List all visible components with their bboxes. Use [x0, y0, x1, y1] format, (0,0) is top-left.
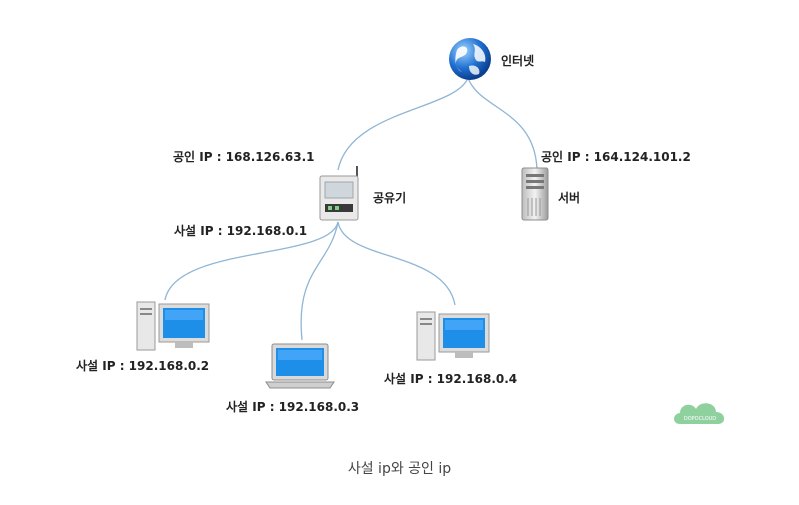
router-label: 공유기	[373, 191, 407, 205]
globe-icon	[449, 38, 491, 80]
client1-ip: 사설 IP : 192.168.0.2	[76, 359, 210, 373]
internet-label: 인터넷	[501, 54, 535, 68]
wire-internet-router	[337, 77, 469, 171]
server-icon	[521, 167, 549, 221]
server-label: 서버	[558, 191, 581, 205]
wire-router-client3	[337, 221, 456, 306]
wire-internet-server	[467, 77, 538, 171]
desktop-computer-icon	[416, 311, 490, 361]
router-public-ip: 공인 IP : 168.126.63.1	[173, 150, 315, 164]
laptop-icon	[265, 343, 335, 389]
wire-router-client1	[164, 221, 339, 301]
figure-caption: 사설 ip와 공인 ip	[347, 461, 452, 477]
server-public-ip: 공인 IP : 164.124.101.2	[541, 150, 691, 164]
router-icon	[319, 166, 359, 221]
client3-ip: 사설 IP : 192.168.0.4	[384, 372, 518, 386]
client2-ip: 사설 IP : 192.168.0.3	[226, 400, 360, 414]
watermark-text: DOPOCLOUD	[684, 416, 716, 422]
wire-router-client2	[300, 221, 339, 341]
watermark-cloud-icon: DOPOCLOUD	[674, 403, 725, 424]
router-private-ip: 사설 IP : 192.168.0.1	[174, 224, 308, 238]
desktop-computer-icon	[136, 301, 210, 351]
